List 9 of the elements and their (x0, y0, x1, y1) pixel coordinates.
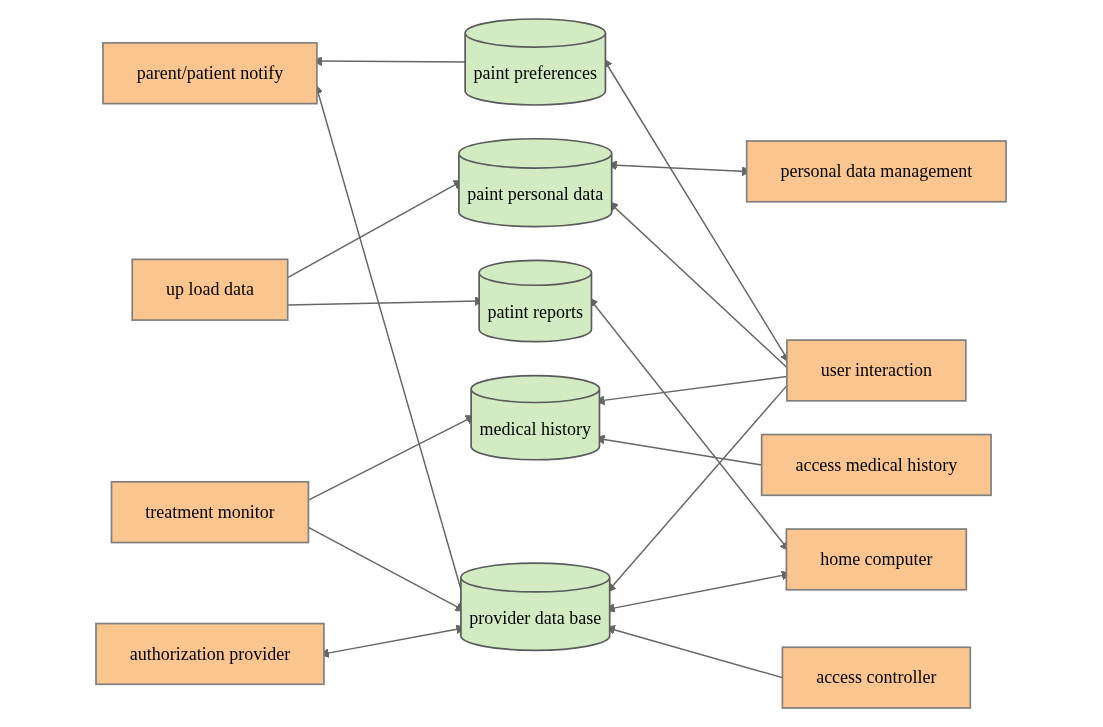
node-box: personal data management (746, 140, 1008, 203)
node-box: authorization provider (95, 622, 326, 686)
node-box: user interaction (786, 339, 968, 402)
node-box: up load data (131, 258, 289, 321)
node-box: access medical history (761, 433, 993, 497)
node-box: home computer (786, 528, 968, 591)
node-box: access controller (782, 646, 972, 709)
node-box: parent/patient notify (102, 42, 319, 105)
node-box: treatment monitor (111, 480, 310, 544)
